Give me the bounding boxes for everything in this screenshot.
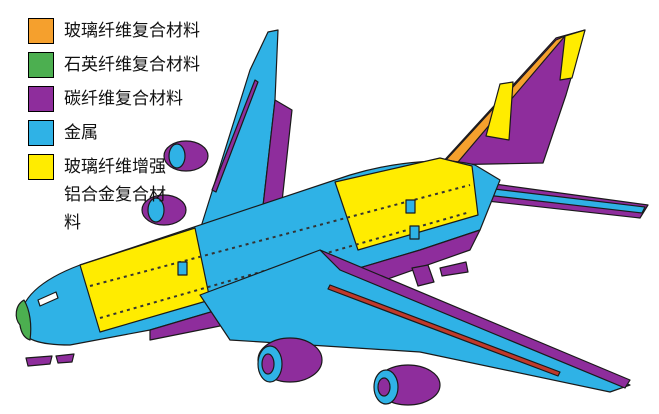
far-wing-flap-strip (211, 79, 259, 193)
detached-panel (25, 355, 53, 367)
window-row-lower (99, 211, 471, 319)
detached-panel (439, 261, 469, 277)
nose-radome (15, 299, 32, 341)
detached-panel (55, 353, 75, 364)
legend-swatch-metal (28, 120, 54, 146)
near-engine-inner (257, 337, 323, 383)
legend-swatch-carbon-fiber (28, 86, 54, 112)
legend-item-glare: 玻璃纤维增强铝合金复合材料 (28, 150, 248, 240)
cockpit-windows (37, 291, 59, 307)
legend-label-glare: 玻璃纤维增强铝合金复合材料 (64, 157, 166, 233)
near-wing-red-strip (327, 284, 561, 377)
legend-label-metal: 金属 (64, 123, 98, 143)
detached-panel (411, 264, 435, 287)
legend-item-metal: 金属 (28, 116, 248, 150)
far-engine-inner (141, 194, 187, 226)
legend-item-carbon-fiber: 碳纤维复合材料 (28, 82, 248, 116)
legend-item-glass-fiber: 玻璃纤维复合材料 (28, 14, 248, 48)
rudder-glare (559, 29, 586, 81)
upper-horizontal-stabilizer (485, 81, 514, 141)
far-engine-outer (163, 140, 209, 172)
window-row-upper (89, 184, 471, 287)
door (177, 261, 188, 276)
legend-swatch-quartz-fiber (28, 52, 54, 78)
legend-label-glass-fiber: 玻璃纤维复合材料 (64, 21, 200, 41)
legend-swatch-glare (28, 154, 54, 180)
legend-swatch-glass-fiber (28, 18, 54, 44)
near-engine-outer (373, 364, 441, 406)
near-wing-trailing-edge (319, 249, 631, 389)
door (405, 199, 416, 214)
door (409, 225, 420, 240)
legend-item-quartz-fiber: 石英纤维复合材料 (28, 48, 248, 82)
legend-label-carbon-fiber: 碳纤维复合材料 (64, 89, 183, 109)
legend-label-quartz-fiber: 石英纤维复合材料 (64, 55, 200, 75)
legend: 玻璃纤维复合材料 石英纤维复合材料 碳纤维复合材料 金属 玻璃纤维增强铝合金复合… (28, 14, 248, 240)
